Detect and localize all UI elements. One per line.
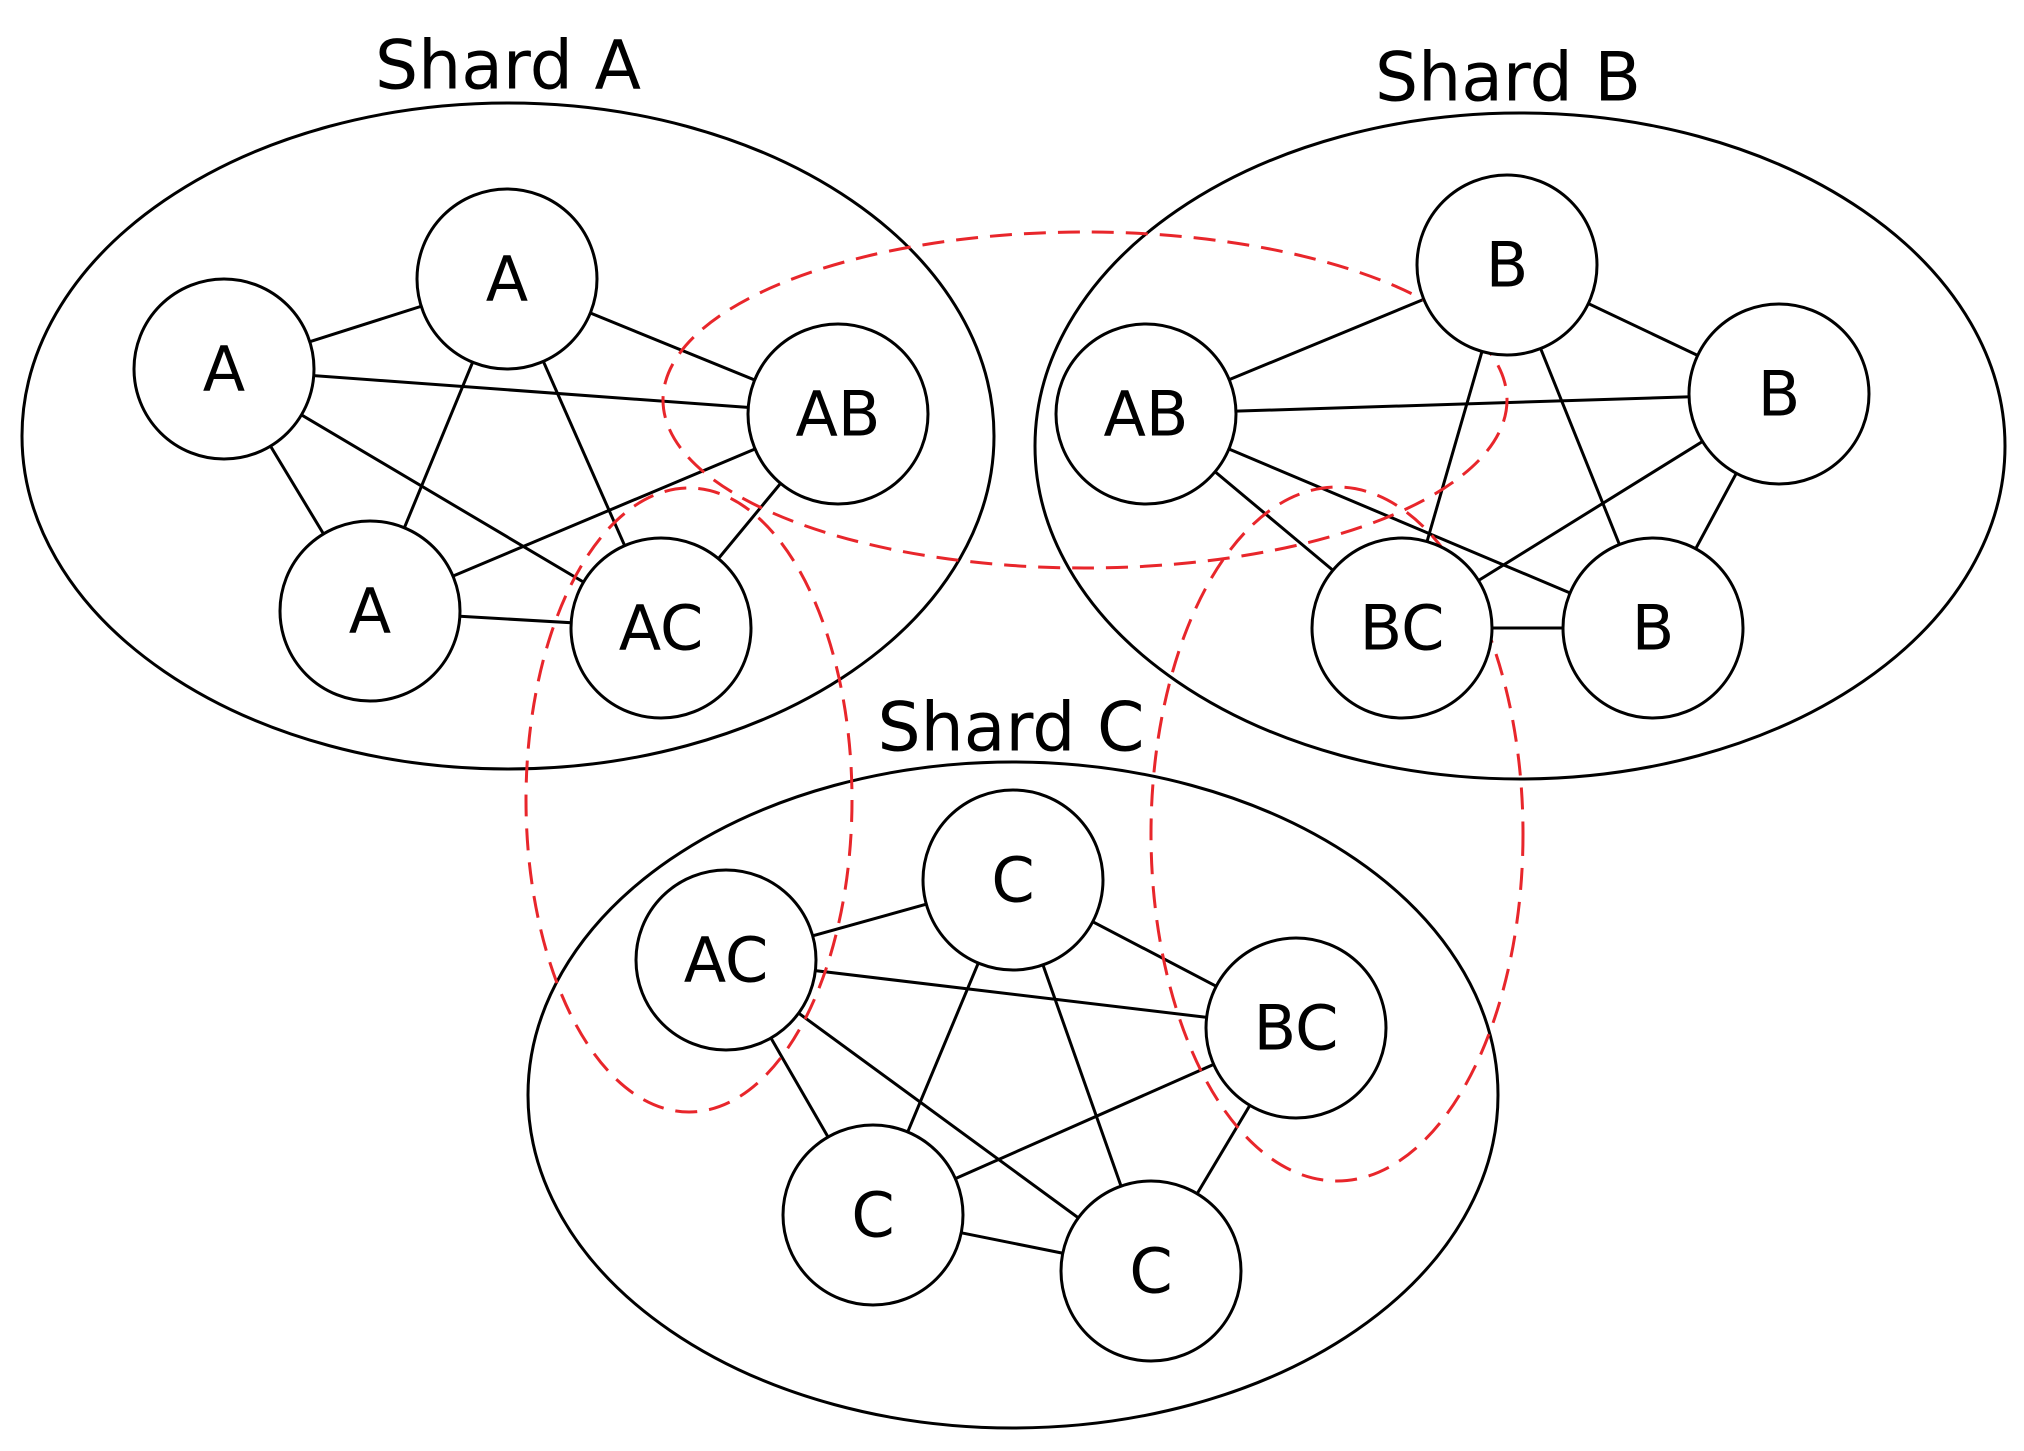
node-circle	[278, 519, 462, 703]
overlap-region-ac	[524, 486, 854, 1114]
node-c2: C	[781, 1123, 965, 1307]
node-a1: A	[132, 277, 316, 461]
node-circle	[1310, 536, 1494, 720]
node-label: B	[1486, 229, 1529, 302]
node-label: AC	[684, 924, 769, 997]
node-c1: C	[921, 788, 1105, 972]
node-circle	[1059, 1179, 1243, 1363]
node-abA: AB	[746, 322, 930, 506]
node-bcB: BC	[1310, 536, 1494, 720]
node-circle	[921, 788, 1105, 972]
node-circle	[1561, 536, 1745, 720]
node-circle	[132, 277, 316, 461]
node-bcC: BC	[1204, 936, 1388, 1120]
node-circle	[1204, 936, 1388, 1120]
edge-abB-b3	[1145, 412, 1654, 630]
node-label: A	[349, 575, 391, 648]
overlap-region-ab	[661, 230, 1509, 570]
nodes-layer: A A A AB AC B B B AB BC C C C AC BC	[132, 173, 1871, 1363]
shard-a-title: Shard A	[375, 27, 641, 106]
node-label: AB	[1104, 378, 1189, 451]
node-circle	[1415, 173, 1599, 357]
node-circle	[634, 868, 818, 1052]
node-circle	[569, 536, 753, 720]
node-a3: A	[278, 519, 462, 703]
node-label: C	[1129, 1235, 1172, 1308]
node-b3: B	[1561, 536, 1745, 720]
shard-b-outline	[1033, 111, 2007, 781]
node-label: BC	[1254, 992, 1339, 1065]
node-b1: B	[1415, 173, 1599, 357]
node-label: AB	[796, 378, 881, 451]
node-abB: AB	[1054, 322, 1238, 506]
shard-b-title: Shard B	[1375, 39, 1641, 118]
node-acC: AC	[634, 868, 818, 1052]
node-acA: AC	[569, 536, 753, 720]
shard-a-outline	[20, 101, 996, 771]
node-label: C	[851, 1179, 894, 1252]
node-circle	[415, 187, 599, 371]
node-circle	[1054, 322, 1238, 506]
node-label: A	[486, 243, 528, 316]
node-circle	[1687, 302, 1871, 486]
node-circle	[781, 1123, 965, 1307]
edge-abB-b2	[1145, 392, 1780, 416]
shard-c-outline	[526, 760, 1500, 1430]
node-a2: A	[415, 187, 599, 371]
edge-acC-bcC	[725, 958, 1297, 1030]
shard-c-title: Shard C	[878, 689, 1145, 768]
node-label: C	[991, 844, 1034, 917]
node-circle	[746, 322, 930, 506]
node-b2: B	[1687, 302, 1871, 486]
node-c3: C	[1059, 1179, 1243, 1363]
node-label: A	[203, 333, 245, 406]
node-label: B	[1758, 358, 1801, 431]
edge-a1-abA	[223, 367, 839, 416]
node-label: AC	[619, 592, 704, 665]
node-label: BC	[1360, 592, 1445, 665]
overlap-region-bc	[1149, 485, 1525, 1183]
node-label: B	[1632, 592, 1675, 665]
